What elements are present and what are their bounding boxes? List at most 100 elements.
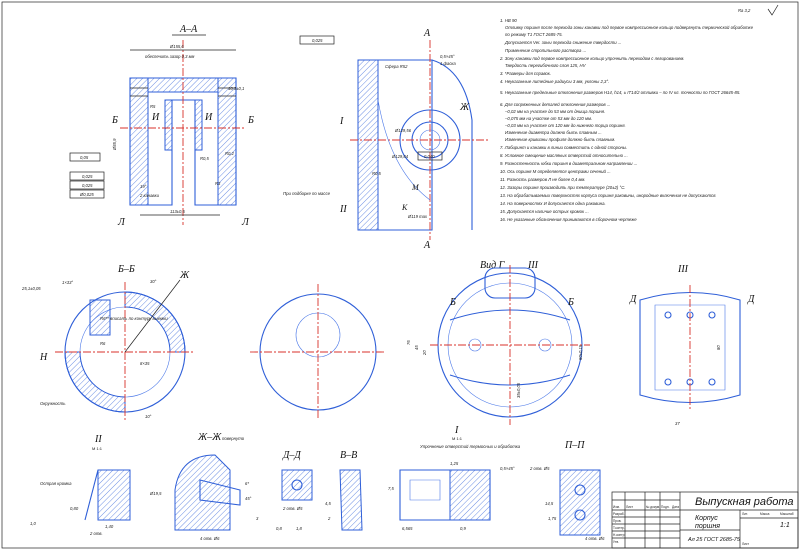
tb-row-2: № докум. (646, 505, 660, 509)
detail-ii-title: II (94, 434, 102, 445)
center-view (250, 284, 386, 420)
tb-sheet: Лист (742, 542, 749, 546)
tb-title: Выпускная работа (695, 496, 793, 508)
dim-d1-2: 7,5 (388, 486, 394, 491)
section-vv-title: В–В (340, 450, 357, 461)
section-dd-title: Д–Д (282, 450, 301, 461)
tolerance-frames: 0,05 0,025 0,025 Ø0,025 (69, 152, 105, 199)
tb-material: Ал 25 ГОСТ 2685-75 (687, 537, 741, 543)
dim-zh-1: 4 отв. Ø6 (200, 536, 220, 541)
note-17: 8. Условное смещение масляных отверстий … (500, 153, 628, 158)
dim-fv-2: 1 фаска (440, 61, 456, 66)
dim-d2-2: 1,0 (30, 521, 36, 526)
dim-pp-3: 4 отв. Ø6 (585, 536, 605, 541)
dim-aa-5: 19° (140, 184, 147, 189)
note-8: 4. Неуказанные литейные радиусы 3 мм, ук… (500, 79, 609, 84)
tb-row-4: Дата (672, 505, 679, 509)
dim-vv-1: 2 (327, 516, 331, 521)
tol-4: 0,025 (312, 38, 323, 43)
tol-0: 0,05 (80, 155, 89, 160)
dim-aa-10: R5 (150, 104, 156, 109)
dim-g-0: 76 (406, 340, 411, 345)
note-25: 16. Не указанные обозначения принимаются… (500, 217, 637, 222)
letter-b-g1: Б (449, 297, 456, 308)
detail-ii: II М 1:1 Острая кромка 0,80 1,40 1,0 2 о… (30, 434, 131, 536)
dim-dd-0: 2 отв. Ø5 (282, 506, 303, 511)
dim-d2-1: 1,40 (105, 524, 114, 529)
dim-d1-4: 6,565 (402, 526, 413, 531)
tol-1: 0,025 (82, 174, 93, 179)
tol-3: Ø0,025 (79, 192, 94, 197)
tb-part-name-2: поршня (695, 523, 720, 530)
dim-aa-1: обеспечить зазор 0,3 мм (145, 54, 195, 59)
dim-d1-3: 0,9 (460, 526, 466, 531)
dim-aa-3: 113±0,5 (170, 209, 185, 214)
letter-l-1: Л (117, 217, 126, 228)
note-22: 13. На обрабатываемых поверхностях корпу… (500, 193, 717, 198)
letter-a-bottom: А (423, 240, 431, 251)
dim-zh-0: Ø19,5 (149, 491, 162, 496)
dim-fv-6: Ø119 max (407, 214, 428, 219)
section-aa-title: А–А (179, 24, 198, 35)
detail-i-title: I (454, 425, 459, 436)
dim-vv-0: 4,5 (325, 501, 331, 506)
tb-row-5: Разраб. (613, 512, 625, 516)
letter-b-2: Б (247, 115, 254, 126)
note-1: Отливку поршня после перехода зоны канав… (505, 25, 754, 30)
dim-dd-1: 0,8 (276, 526, 282, 531)
letter-zh-b: Ж (179, 270, 190, 281)
dim-bb-5: 10° (145, 414, 152, 419)
roughness-label: Ra 3,2 (738, 8, 751, 13)
front-view: 0,025 Сфера R52 0,5×45° 1 фаска Ø129,56 … (283, 28, 490, 251)
letter-b-1: Б (111, 115, 118, 126)
note-23: 14. На поверхностях И допускается одна р… (500, 201, 606, 206)
tb-row-3: Подп. (661, 505, 670, 509)
dim-g-3: 80±0,15 (578, 344, 583, 360)
dim-iii-0: 80 (716, 345, 721, 350)
tb-row-1: Лист (626, 505, 633, 509)
tol-2: 0,025 (82, 183, 93, 188)
dim-aa-2: Ø85,9 (112, 138, 117, 151)
section-zhzh: Ж–Ж повернуто Ø19,5 4 отв. Ø6 6* 45° 3 (149, 432, 259, 541)
dim-fv-1: 0,5×45° (440, 54, 455, 59)
letter-roman3-a: III (527, 260, 539, 271)
note-fv: При подборке по массе (283, 191, 331, 196)
letter-i-2: И (204, 112, 213, 123)
note-3: Допускается Ver. зоны перехода снижение … (504, 40, 621, 45)
dim-d1-1: 1,25 (450, 461, 459, 466)
tb-part-name: Корпус (695, 515, 718, 522)
note-bb: R6** вписать по контуру выемки (100, 316, 168, 321)
view-g-title: Вид Г (480, 260, 505, 271)
dim-d1-0: 0,5×45° (500, 466, 515, 471)
note-12: –0,075 мм на участке от 53 мм до 120 мм. (504, 116, 592, 121)
letter-k: К (401, 203, 408, 212)
section-dd: Д–Д 2 отв. Ø5 0,8 1,8 (276, 450, 313, 531)
dim-fv-4: Ø129,84 (391, 154, 409, 159)
tb-row-6: Пров. (613, 519, 622, 523)
letter-l-2: Л (241, 217, 250, 228)
note-7: 3. *Размеры для справок. (500, 71, 551, 76)
letter-a-top: А (423, 28, 431, 39)
note-0: 1. НВ 90 (500, 18, 517, 23)
dim-pp-2: 1,75 (548, 516, 557, 521)
note-21: 12. Зазоры поршня производить при темпер… (500, 185, 626, 190)
note-20: 11. Разность размеров Л не более 0,4 мм. (500, 177, 586, 182)
note-16: 7. Лабиринт и канавки в линии совместить… (500, 145, 627, 150)
letter-m: М (411, 183, 420, 192)
dim-aa-8: R3 (215, 181, 221, 186)
letter-roman2-a: II (339, 204, 347, 215)
section-bb-title: Б–Б (117, 264, 135, 275)
letter-b-g2: Б (567, 297, 574, 308)
note-9: 5. Неуказанные предельные отклонения раз… (500, 90, 740, 95)
dim-zh-3: 45° (245, 496, 252, 501)
tech-notes: 1. НВ 90 Отливку поршня после перехода з… (499, 18, 754, 222)
dim-g-2: 20 (422, 350, 427, 356)
dim-zh-2: 6* (245, 481, 249, 486)
letter-roman1-a: I (339, 116, 344, 127)
letter-d-1: Д (629, 294, 637, 305)
dim-pp-1: 14,5 (545, 501, 554, 506)
section-aa: А–А Ø155,6 обеспечить зазор 0,3 мм Ø85,9… (69, 24, 254, 228)
note-5: 2. Зону канавки под первое компрессионно… (499, 56, 684, 61)
